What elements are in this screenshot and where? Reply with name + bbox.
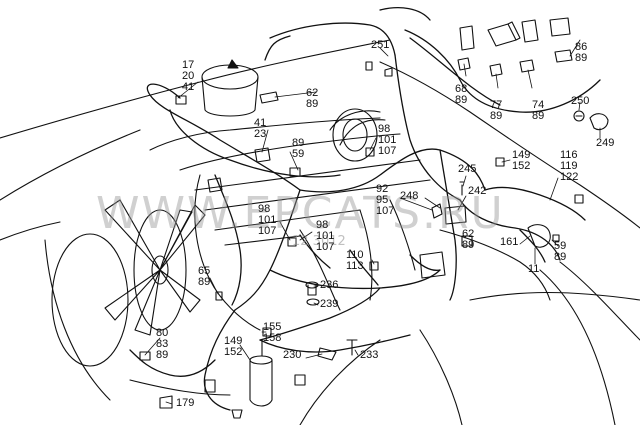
- callout-149a: 149 152: [512, 149, 531, 172]
- callout-65: 65 89: [198, 265, 211, 288]
- callout-98c: 98 101 107: [316, 219, 335, 253]
- radiator-shroud: [45, 234, 230, 400]
- reservoir: [202, 60, 258, 116]
- callout-17: 17 20 41: [182, 59, 195, 93]
- callout-62b: 62 89: [462, 228, 475, 251]
- callout-41: 41 23: [254, 117, 267, 140]
- callout-250: 250: [571, 95, 590, 107]
- wiring-harness: [130, 8, 600, 410]
- watermark: WWW.EPCATS.RU: [96, 188, 505, 239]
- callout-248: 248: [400, 190, 419, 202]
- callout-179: 179: [176, 397, 195, 409]
- callout-251: 251: [371, 39, 390, 51]
- callout-92: 92 95 107: [376, 183, 395, 217]
- vehicle-body-outline: [0, 40, 640, 425]
- callout-230: 230: [283, 349, 302, 361]
- callout-86: 86 89: [575, 41, 588, 64]
- callout-233: 233: [360, 349, 379, 361]
- cooling-fan: [105, 200, 205, 335]
- callout-245: 245: [458, 163, 477, 175]
- lower-sensor: [250, 340, 272, 406]
- callout-116: 116 119 122: [560, 149, 579, 183]
- callout-110: 110 113: [346, 249, 364, 272]
- callout-155: 155 158: [263, 321, 282, 344]
- callout-236: 236: [320, 279, 339, 291]
- engine-block: [150, 111, 430, 330]
- hardware-parts: [140, 62, 608, 418]
- callout-249: 249: [596, 137, 615, 149]
- callout-242: 242: [468, 185, 487, 197]
- callout-98a: 98 101 107: [378, 123, 397, 157]
- callout-98b: 98 101 107: [258, 203, 277, 237]
- relay-boxes: [458, 18, 572, 76]
- callout-59: 59 89: [554, 240, 567, 263]
- leader-lines: [145, 40, 600, 404]
- callout-239: 239: [320, 298, 339, 310]
- callout-149b: 149 152: [224, 335, 243, 358]
- callout-62a: 62 89: [306, 87, 319, 110]
- callout-11: 11: [528, 263, 540, 275]
- figure-number: 12 3012: [292, 234, 346, 249]
- callout-74: 74 89: [532, 99, 545, 122]
- booster: [333, 109, 377, 161]
- callout-161: 161: [500, 236, 519, 248]
- callout-68: 68 89: [455, 83, 468, 106]
- callout-77: 77 89: [490, 99, 503, 122]
- callout-80: 80 83 89: [156, 327, 169, 361]
- callout-89: 89 59: [292, 137, 305, 160]
